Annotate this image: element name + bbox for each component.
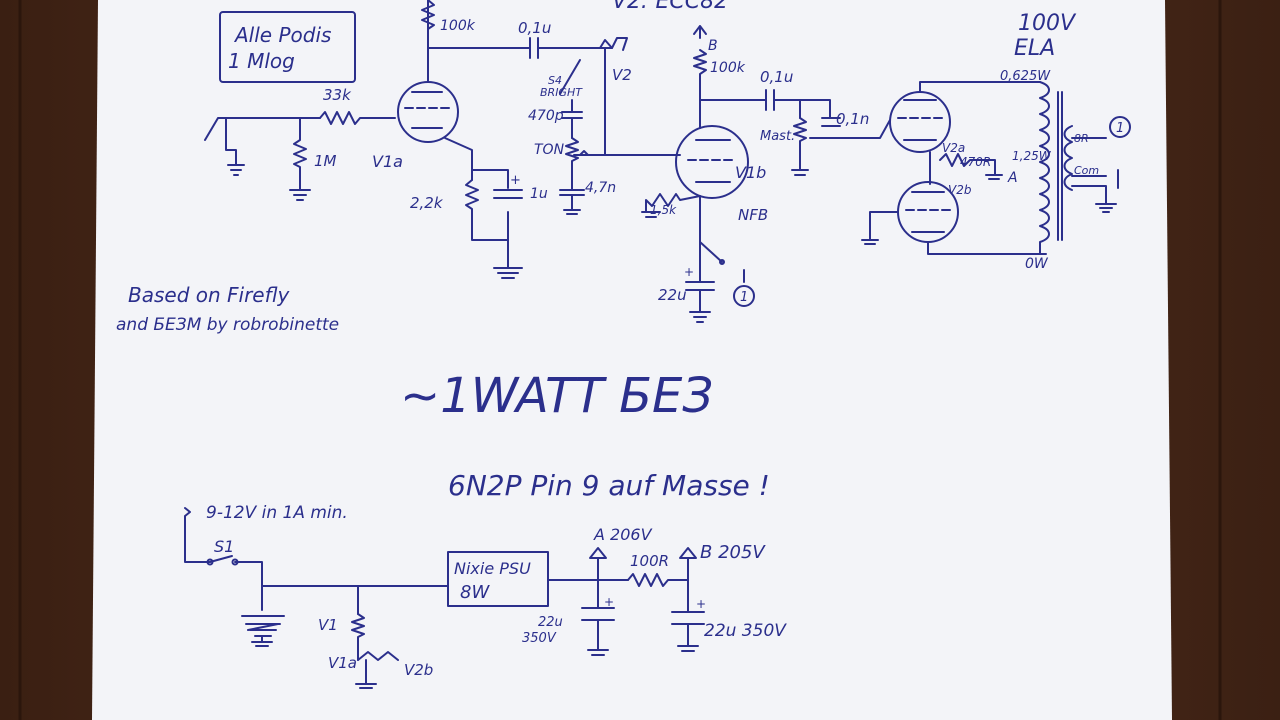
c-22u-label: 22u [658,286,687,304]
xfmr-brand-label: ELA [1014,36,1055,61]
nixie-psu-line2: 8W [460,582,490,603]
v1b-label: V1b [735,163,766,182]
c-22u-a-volt-label: 350V [522,631,557,646]
master-label: Mast. [760,129,795,144]
c-470p-label: 470p [528,108,564,124]
c-01u-v1b-label: 0,1u [760,68,793,86]
r-100r-label: 100R [630,552,669,570]
v2a-label: V2a [942,141,965,155]
s1-label: S1 [214,537,234,556]
psu-b-label: B 205V [700,542,766,563]
pots-note-line2: 1 Mlog [228,49,295,73]
polarity-mark: + [684,265,694,279]
v2-heater-label: V2 [612,66,632,84]
based-on-line2: and БЕЗМ by robrobinette [116,315,339,335]
v2b-label: V2b [948,183,972,197]
r-100k-v1-label: 100k [440,18,476,34]
out-com-label: Com [1074,164,1099,177]
out-ref-label: 1 [1116,121,1124,136]
c-01n-label: 0,1n [836,110,869,128]
v1a-label: V1a [372,152,403,171]
paper-sheet [92,0,1172,720]
preamp-circuit: Alle Podis 1 Mlog 1M 33k V1a 100k 0,1u [204,0,1131,323]
psu-input-label: 9-12V in 1A min. [206,503,348,523]
c-1u-label: 1u [530,186,548,202]
r-100k-v1b-label: 100k [710,60,746,76]
v2b-heater-label: V2b [404,661,433,679]
c-4n7-label: 4,7n [585,180,616,196]
main-title: ~1WATT БЕЗ [400,368,713,424]
node-a-label: A [1007,170,1018,186]
pots-note-line1: Alle Podis [233,23,331,47]
c-22u-b-label: 22u 350V [704,621,787,641]
v1a-heater-label: V1a [328,654,357,672]
nixie-psu-line1: Nixie PSU [454,559,531,578]
node-b-top-label: B [708,38,718,54]
c-01u-couple-label: 0,1u [518,19,551,37]
xfmr-volt-label: 100V [1018,11,1077,36]
tap-0w-label: 0W [1025,256,1049,272]
r-1m-label: 1M [314,152,337,170]
c-22u-a-label: 22u [538,615,563,630]
psu-circuit: 9-12V in 1A min. S1 V1 V1a V2b Nixie PSU… [184,503,787,689]
polarity-mark: + [604,595,614,609]
r-33k-label: 33k [323,86,352,104]
tap-125w-label: 1,25W [1012,149,1052,163]
based-on-line1: Based on Firefly [128,283,291,307]
out-8r-label: 8R [1074,132,1089,145]
bright-switch-label-1: S4 [548,74,562,87]
fb-ref-label: 1 [740,290,748,305]
psu-a-label: A 206V [593,525,653,544]
r-470-label: 470R [960,155,991,169]
v1-heater-label: V1 [318,616,338,634]
pin-note: 6N2P Pin 9 auf Masse ! [448,469,770,502]
nfb-label: NFB [738,206,768,224]
polarity-mark: + [696,597,706,611]
tube-type-label: V2: ECC82 [612,0,728,14]
tap-0625w-label: 0,625W [1000,69,1051,84]
polarity-mark: + [510,173,521,188]
r-1k5-label: 1,5k [650,203,677,217]
r-2k2-label: 2,2k [410,194,444,212]
tone-label: TON [534,142,565,158]
